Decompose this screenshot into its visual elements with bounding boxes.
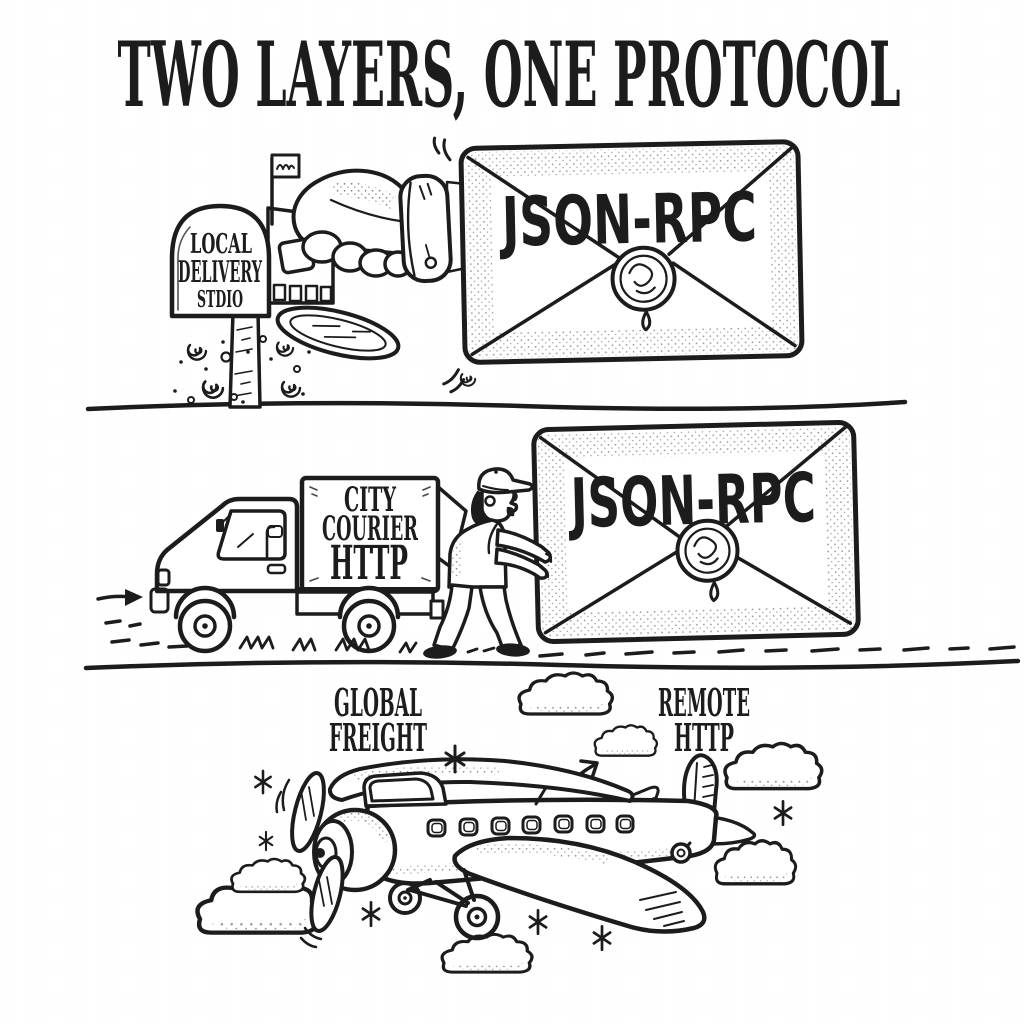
courier-person-illustration [423, 467, 553, 659]
gear-wheel-small [388, 881, 422, 915]
ear [484, 495, 496, 507]
hand-fingers [542, 553, 553, 578]
label-remote-line2: HTTP [674, 715, 734, 760]
truck-label-line1: CITY [344, 480, 396, 520]
back-shoe [423, 645, 457, 659]
envelope-stdio-label: JSON-RPC [498, 178, 757, 262]
propeller-motion-arcs [275, 778, 323, 949]
wax-seal-icon [610, 245, 677, 332]
label-global-line1: GLOBAL [334, 680, 422, 725]
mailbox-label-line1: LOCAL [190, 229, 252, 260]
envelope-flap-lines [538, 424, 853, 635]
panel-divider-middle [83, 658, 1021, 671]
antenna [534, 787, 547, 806]
envelope-http: JSON-RPC [531, 419, 861, 644]
hand-shading [332, 182, 394, 209]
hand-illustration [277, 168, 468, 284]
mailbox-slots [272, 283, 333, 303]
dust-swirls [173, 335, 477, 404]
tail-wheel [670, 842, 692, 864]
knuckle-line [329, 198, 402, 223]
cuff-button [424, 256, 438, 269]
wiper-line [237, 533, 254, 548]
front-bumper [149, 587, 170, 614]
tail-fin [682, 753, 719, 815]
lower-arm [494, 547, 549, 580]
mailbox-flag [270, 153, 301, 226]
door-handle [266, 563, 287, 575]
wax-drip [709, 581, 720, 603]
wax-drip [641, 310, 652, 332]
mailbox-door-open [275, 305, 401, 361]
propeller-blade-top [290, 771, 326, 853]
envelope-flap-lines [466, 145, 797, 357]
propeller-blade-bottom [309, 854, 345, 934]
box-corner-marks [309, 486, 431, 582]
label-remote-line1: REMOTE [658, 680, 750, 725]
propeller-hub [315, 848, 325, 858]
envelope-stdio: JSON-RPC [432, 136, 805, 394]
fuselage-windows [426, 814, 635, 838]
upper-arm [495, 528, 553, 564]
mailbox-label-line2: DELIVERY [178, 255, 262, 290]
windshield [368, 777, 435, 803]
shirt-shading [451, 540, 464, 576]
sleeve-line [487, 522, 499, 555]
side-mirror [216, 519, 224, 532]
truck-wheel-front [177, 598, 233, 654]
page-title: TWO LAYERS, ONE PROTOCOL [118, 22, 901, 128]
mailbox-label-line3: STDIO [197, 286, 243, 313]
mailbox-illustration: LOCAL DELIVERY STDIO [169, 153, 477, 409]
wax-seal-icon [675, 518, 740, 603]
airplane-illustration [275, 753, 757, 949]
panel-divider-top [85, 399, 908, 412]
front-shoe [496, 643, 530, 657]
truck-illustration: CITY COURIER HTTP [149, 475, 445, 654]
road-squiggles [238, 635, 496, 656]
headlight [156, 568, 171, 587]
rear-step [429, 599, 445, 620]
fingers [301, 230, 413, 278]
flag-scribble [276, 164, 295, 170]
mailbox-front [169, 203, 272, 319]
motion-arrow-icon [96, 589, 143, 606]
label-global-line2: FREIGHT [329, 715, 427, 760]
road-dashes-left [104, 619, 189, 649]
open-mouth [506, 506, 515, 517]
landing-gear [388, 841, 692, 941]
baseball-cap [477, 467, 534, 495]
seat-line [265, 525, 276, 561]
mailbox-post [228, 310, 262, 409]
truck-label-line2: COURIER [322, 509, 418, 549]
main-wing [452, 835, 707, 934]
gear-wheel-large [453, 893, 501, 941]
road-dashes-right [538, 645, 1016, 658]
engine-and-propeller [275, 771, 398, 949]
truck-label-line3: HTTP [330, 536, 408, 591]
mailbox-front-inner-line [177, 226, 191, 311]
motion-arcs [432, 136, 466, 394]
mailbox-post-hatching [233, 326, 253, 397]
cockpit [362, 771, 448, 808]
shirt-cuff [398, 173, 453, 284]
